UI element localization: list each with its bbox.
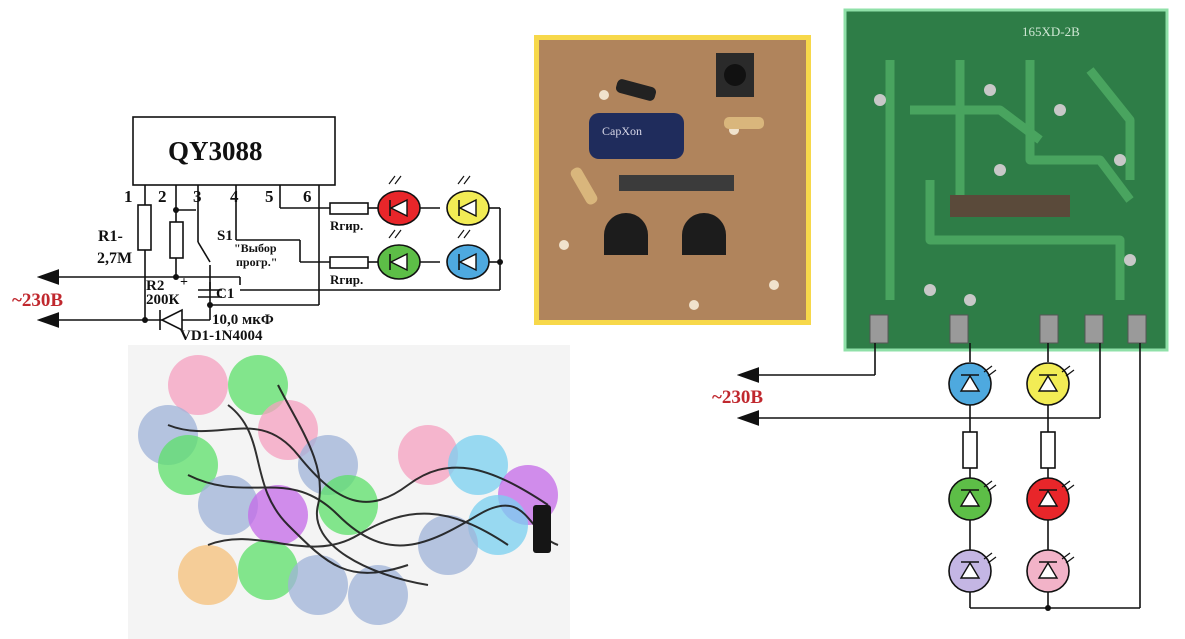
garland-ball <box>168 355 228 415</box>
electrolytic-capacitor <box>589 113 684 159</box>
circuit-schematic: + QY3088 1 2 3 4 5 6 R1- 2,7М R2 200К S1… <box>12 116 503 344</box>
module-label: 165XD-2B <box>1022 24 1080 39</box>
pin-4: 4 <box>230 187 239 206</box>
resistor-component-b <box>570 167 598 205</box>
r1-value: 2,7М <box>97 250 132 267</box>
r2-resistor <box>169 221 184 259</box>
chip-pads <box>950 195 1070 217</box>
s1-label: S1 <box>217 228 233 244</box>
led-blue <box>446 229 490 280</box>
r-current-top <box>329 202 369 215</box>
garland-ball <box>468 495 528 555</box>
r2-value: 200К <box>146 292 180 308</box>
garland-ball <box>258 400 318 460</box>
capacitor-text: CapXon <box>602 124 642 138</box>
r1-label: R1- <box>98 228 123 245</box>
led-yellow-right <box>1026 362 1075 406</box>
led-green-right <box>948 477 997 521</box>
led-lilac-right <box>948 549 997 593</box>
vd1-diode <box>159 308 183 332</box>
r-current-bottom <box>329 256 369 269</box>
pin-5: 5 <box>265 187 274 206</box>
led-green <box>377 229 421 280</box>
resistor-component-a <box>724 117 764 129</box>
transistor-a <box>604 213 648 255</box>
mains-label: ~230В <box>12 290 63 311</box>
mains-label-right: ~230В <box>712 387 763 408</box>
pin-3: 3 <box>193 187 202 206</box>
r1-resistor <box>137 204 152 251</box>
led-pink-right <box>1026 549 1075 593</box>
pin-2: 2 <box>158 187 167 206</box>
garland-ball <box>228 355 288 415</box>
vd1-label: VD1-1N4004 <box>180 328 263 344</box>
garland-ball <box>348 565 408 625</box>
ic-chip <box>132 116 336 186</box>
garland-ball <box>198 475 258 535</box>
pin-6: 6 <box>303 187 312 206</box>
pcb-bottom-diagram: 165XD-2B ~230В <box>712 8 1169 611</box>
led-red-right <box>1026 477 1075 521</box>
led-blue-right <box>948 362 997 406</box>
pin-1: 1 <box>124 187 133 206</box>
diode-component <box>615 79 657 101</box>
controller-box <box>533 505 551 553</box>
garland-photo <box>128 345 570 639</box>
r-current-label-bottom: Rгир. <box>330 272 363 287</box>
garland-ball <box>418 515 478 575</box>
c1-label: C1 <box>216 286 234 302</box>
svg-text:+: + <box>180 275 188 290</box>
garland-ball <box>178 545 238 605</box>
s1-note-line2: прогр." <box>236 255 277 269</box>
resistor-right <box>1040 431 1056 469</box>
garland-ball <box>158 435 218 495</box>
led-red <box>377 175 421 226</box>
resistor-left <box>962 431 978 469</box>
garland-ball <box>288 555 348 615</box>
r2-label: R2 <box>146 278 164 294</box>
pcb-top-photo: CapXon <box>534 35 811 325</box>
c1-value: 10,0 мкФ <box>212 312 274 328</box>
garland-ball <box>398 425 458 485</box>
chip-label: QY3088 <box>168 136 263 166</box>
s1-note-line1: "Выбор <box>234 241 277 255</box>
ic-bar <box>619 175 734 191</box>
garland-ball <box>238 540 298 600</box>
r-current-label-top: Rгир. <box>330 218 363 233</box>
led-yellow <box>446 175 490 226</box>
transistor-b <box>682 213 726 255</box>
garland-ball <box>448 435 508 495</box>
